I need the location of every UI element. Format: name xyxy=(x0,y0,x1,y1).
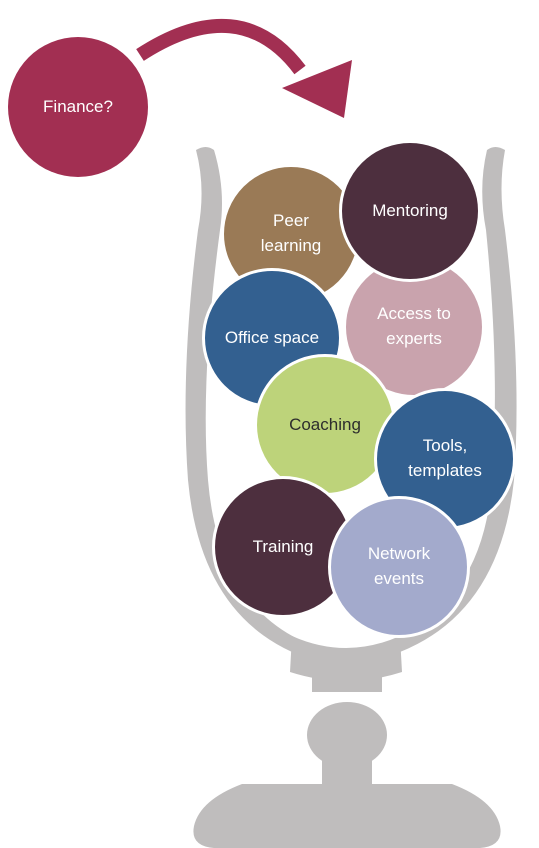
glass-knob xyxy=(307,702,387,768)
node-mentoring: Mentoring xyxy=(339,140,481,282)
glass-stem xyxy=(312,668,382,692)
node-training: Training xyxy=(212,476,354,618)
node-label: Network events xyxy=(367,544,431,588)
node-coaching: Coaching xyxy=(254,354,396,496)
node-label: Access to experts xyxy=(377,304,451,348)
glass-base xyxy=(193,784,501,848)
finance-label: Finance? xyxy=(43,96,113,116)
node-label: Peer learning xyxy=(260,211,322,255)
arrow-shaft xyxy=(136,18,306,75)
node-label: Coaching xyxy=(289,414,361,434)
node-label: Tools, templates xyxy=(408,436,482,480)
node-network-events: Network events xyxy=(328,496,470,638)
glass-right-wall xyxy=(392,147,517,652)
finance-node: Finance? xyxy=(8,37,148,177)
node-label: Office space xyxy=(224,327,320,347)
node-label: Training xyxy=(252,536,314,556)
node-label: Mentoring xyxy=(372,200,448,220)
arrow-head-icon xyxy=(282,60,352,118)
